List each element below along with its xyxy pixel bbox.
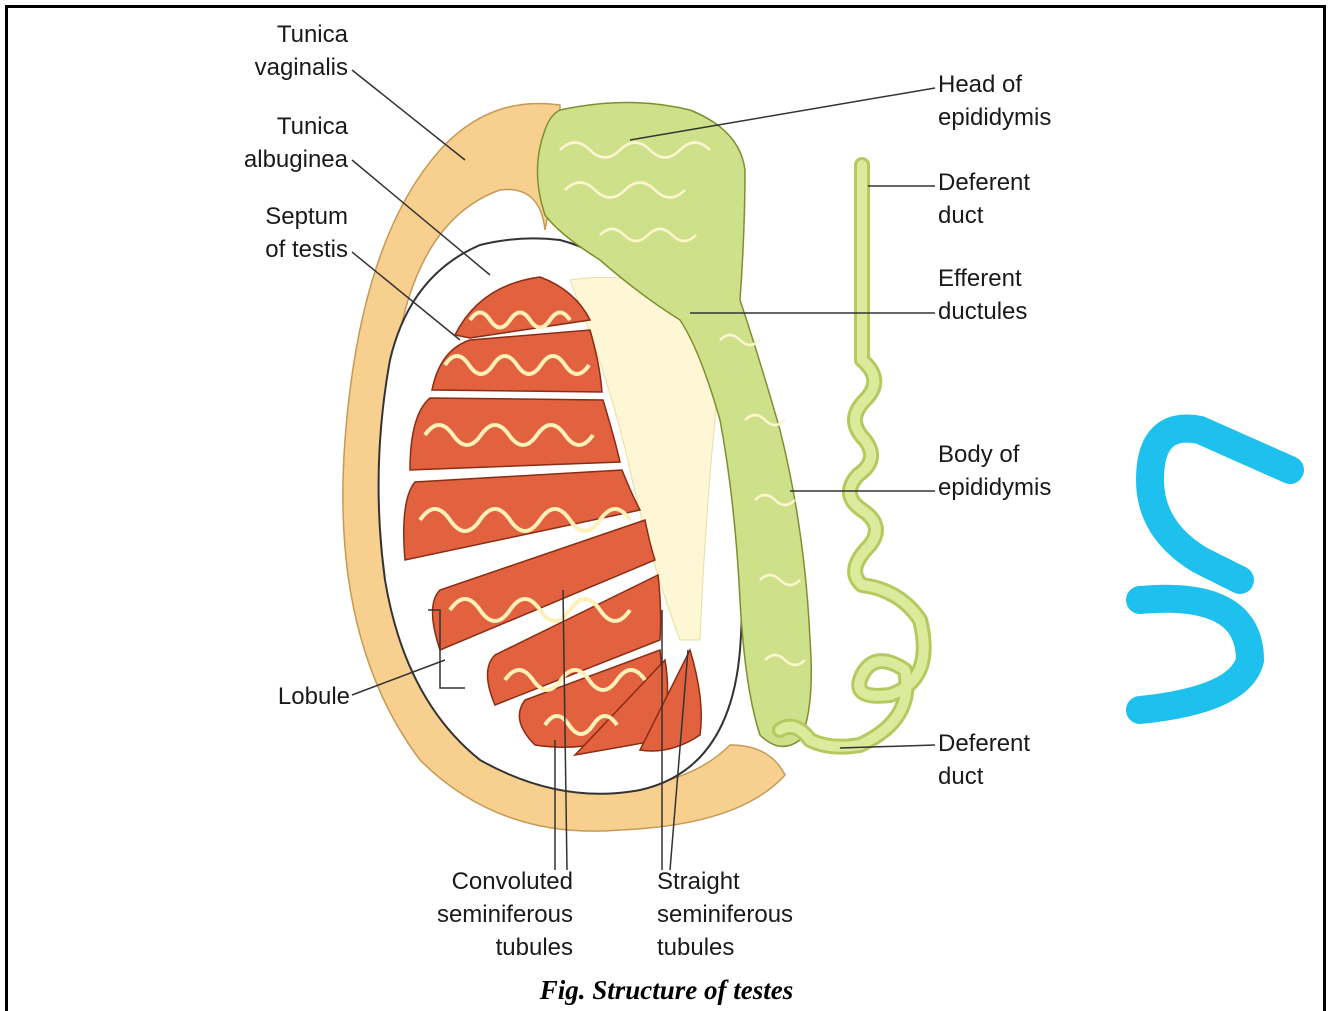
- label-septum-of-testis: Septum of testis: [220, 200, 348, 266]
- label-deferent-duct-top: Deferent duct: [938, 166, 1088, 232]
- label-deferent-duct-bottom: Deferent duct: [938, 727, 1088, 793]
- label-efferent-ductules: Efferent ductules: [938, 262, 1088, 328]
- lobule: [410, 398, 620, 470]
- label-convoluted-tubules: Convoluted seminiferous tubules: [400, 865, 573, 964]
- label-straight-tubules: Straight seminiferous tubules: [657, 865, 847, 964]
- label-tunica-vaginalis: Tunica vaginalis: [230, 18, 348, 84]
- label-tunica-albuginea: Tunica albuginea: [210, 110, 348, 176]
- label-lobule: Lobule: [220, 680, 350, 713]
- label-head-of-epididymis: Head of epididymis: [938, 68, 1108, 134]
- watermark: [1140, 429, 1290, 710]
- figure-caption: Fig. Structure of testes: [0, 975, 1333, 1006]
- label-body-of-epididymis: Body of epididymis: [938, 438, 1108, 504]
